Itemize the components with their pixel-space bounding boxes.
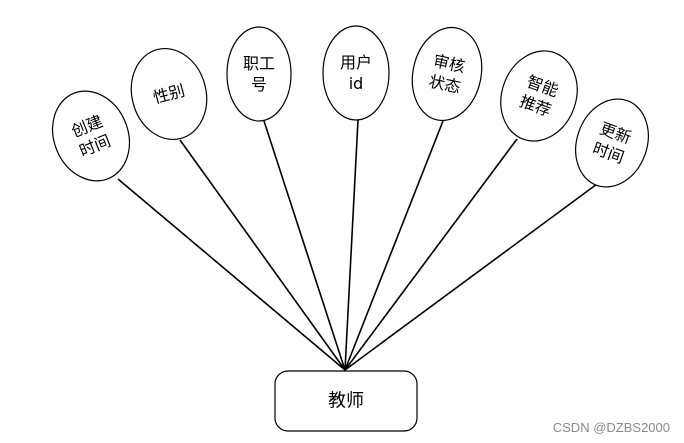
edge-created-time [117, 178, 346, 371]
watermark: CSDN @DZBS2000 [552, 420, 670, 435]
attribute-ellipse [130, 47, 208, 141]
entity-box [274, 370, 418, 432]
edge-gender [179, 139, 346, 371]
edge-employee-number [263, 120, 346, 371]
attribute-ellipse [411, 26, 483, 122]
attribute-label: 用户 [340, 53, 372, 72]
attribute-gender: 性别 [130, 47, 208, 141]
attribute-ellipse [52, 90, 130, 182]
edge-review-status [344, 120, 444, 371]
attribute-ellipse [575, 98, 649, 188]
edge-smart-recommend [344, 138, 518, 371]
attribute-label: 职工 [243, 54, 275, 73]
attribute-label: 号 [251, 75, 267, 94]
attribute-user-id: 用户 id [322, 25, 390, 121]
entity-teacher: 教师 [274, 370, 418, 432]
attribute-ellipse [500, 50, 578, 142]
attribute-ellipse [226, 26, 292, 122]
connector-lines [117, 119, 598, 371]
attribute-label: id [349, 74, 364, 93]
edge-user-id [344, 119, 359, 371]
entity-label: 教师 [328, 391, 364, 412]
attribute-ellipse [322, 25, 390, 121]
edge-updated-time [344, 183, 598, 371]
attribute-employee-number: 职工号 [226, 26, 292, 122]
attribute-ellipses: 创建时间性别职工号用户id审核状态智能推荐更新时间 [52, 25, 649, 188]
